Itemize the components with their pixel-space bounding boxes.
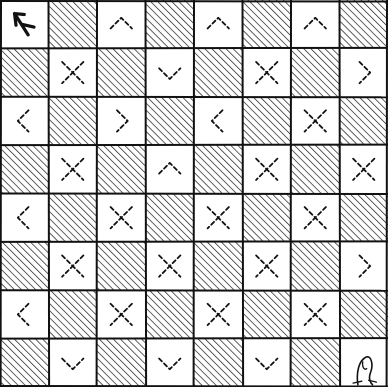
- board-cell: [340, 194, 388, 242]
- board-cell: [97, 339, 146, 387]
- board-cell: [194, 339, 243, 387]
- board-cell: [146, 0, 195, 48]
- board-cell: [194, 48, 243, 96]
- board-cell: [49, 290, 98, 338]
- board-cell: [291, 339, 340, 387]
- grid-line: [0, 290, 388, 291]
- board-cell: [97, 145, 146, 193]
- board-cell: [0, 97, 49, 145]
- board-cell: [97, 242, 146, 290]
- board-cell: [146, 97, 195, 145]
- board-cell: [243, 194, 292, 242]
- board-cell: [291, 48, 340, 96]
- board-cell: [49, 0, 98, 48]
- board-cell: [243, 97, 292, 145]
- board-cell: [0, 290, 49, 338]
- board-cell: [49, 194, 98, 242]
- board-cell: [97, 48, 146, 96]
- board-cell: [97, 97, 146, 145]
- board-cell: [0, 242, 49, 290]
- board-cell: [0, 48, 49, 96]
- board-cell: [340, 97, 388, 145]
- grid-line: [0, 386, 388, 387]
- board-cell: [0, 145, 49, 193]
- board-cell: [49, 97, 98, 145]
- board-cell: [49, 339, 98, 387]
- board-cell: [194, 242, 243, 290]
- board-cell: [243, 0, 292, 48]
- grid-line: [0, 1, 388, 2]
- board-cell: [243, 290, 292, 338]
- board-cell: [194, 145, 243, 193]
- board-cell: [340, 339, 388, 387]
- grid-line: [0, 194, 388, 195]
- board-cell: [146, 145, 195, 193]
- board-cell: [194, 0, 243, 48]
- grid-line: [0, 48, 388, 49]
- board-cell: [340, 290, 388, 338]
- board-cell: [340, 0, 388, 48]
- board-cell: [243, 339, 292, 387]
- board-cell: [97, 0, 146, 48]
- board-cell: [291, 0, 340, 48]
- board-cell: [146, 290, 195, 338]
- board-cell: [340, 242, 388, 290]
- board-cell: [146, 339, 195, 387]
- board-cell: [291, 242, 340, 290]
- grid-line: [0, 241, 388, 242]
- board-cell: [146, 48, 195, 96]
- board-cell: [0, 339, 49, 387]
- grid-line: [0, 338, 388, 339]
- board-cell: [0, 194, 49, 242]
- grid-line: [0, 97, 388, 98]
- board-cell: [146, 194, 195, 242]
- board-cell: [340, 48, 388, 96]
- board-cell: [291, 145, 340, 193]
- grid-line: [0, 145, 388, 146]
- board-cell: [194, 97, 243, 145]
